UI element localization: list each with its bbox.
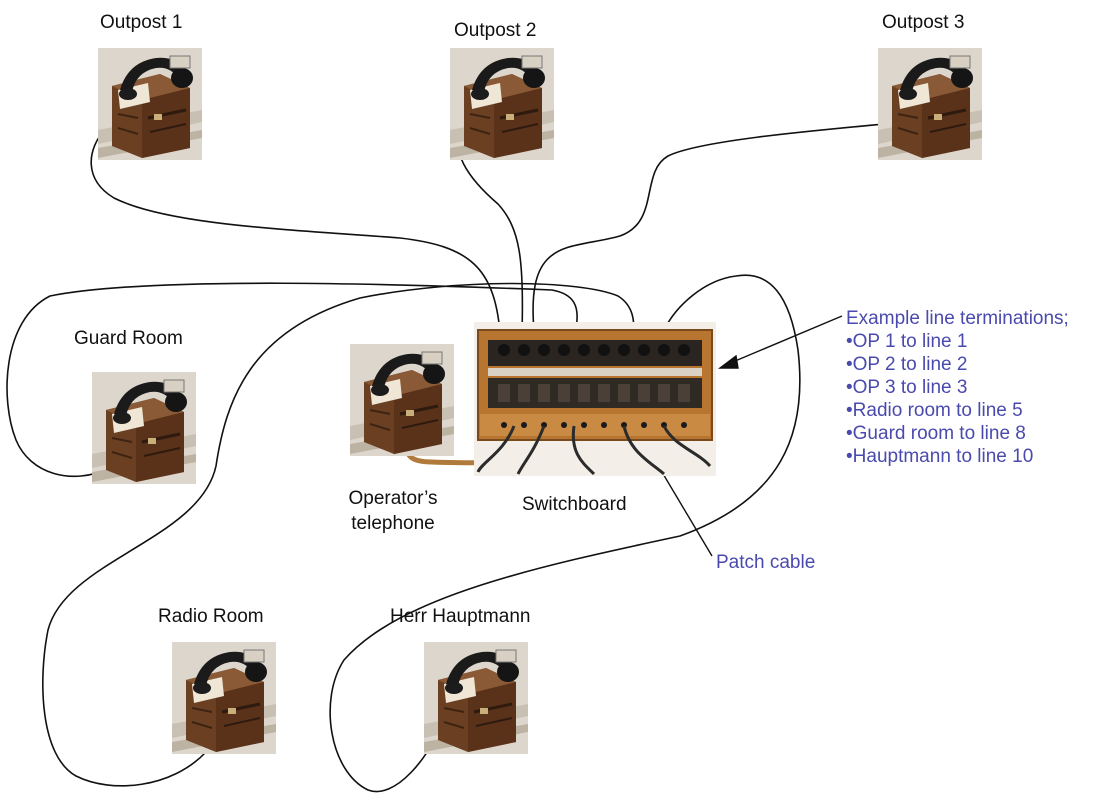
termination-item: •OP 1 to line 1 [846,330,1069,353]
hauptmann-telephone-icon [424,642,528,754]
switchboard-label: Switchboard [522,494,627,516]
termination-item: •Guard room to line 8 [846,422,1069,445]
radio-room-label: Radio Room [158,606,264,628]
hauptmann-label: Herr Hauptmann [390,606,530,628]
patch-cable-label: Patch cable [716,552,815,574]
outpost2-telephone-icon [450,48,554,160]
operator-telephone-label: Operator’s telephone [338,486,448,536]
patch-cable-arrow [656,462,712,556]
operator-label-line2: telephone [338,511,448,536]
outpost1-telephone-icon [98,48,202,160]
terminations-title: Example line terminations; [846,307,1069,330]
outpost3-telephone-icon [878,48,982,160]
outpost1-label: Outpost 1 [100,12,182,34]
operator-telephone-icon [350,344,454,456]
termination-item: •OP 3 to line 3 [846,376,1069,399]
switchboard-image [474,322,716,476]
guard-room-label: Guard Room [74,328,183,350]
outpost2-label: Outpost 2 [454,20,536,42]
guard-room-telephone-icon [92,372,196,484]
terminations-arrow [728,316,842,364]
termination-item: •Hauptmann to line 10 [846,445,1069,468]
operator-label-line1: Operator’s [338,486,448,511]
radio-room-telephone-icon [172,642,276,754]
termination-item: •Radio room to line 5 [846,399,1069,422]
termination-item: •OP 2 to line 2 [846,353,1069,376]
wire-outpost3 [533,122,906,330]
line-terminations-note: Example line terminations; •OP 1 to line… [846,307,1069,468]
outpost3-label: Outpost 3 [882,12,964,34]
